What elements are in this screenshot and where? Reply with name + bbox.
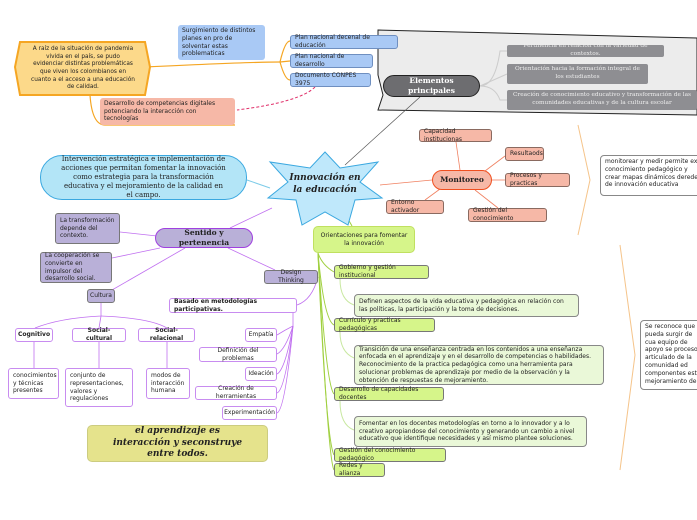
orientacion-desc[interactable]: Fomentar en los docentes metodologías en… xyxy=(354,416,587,447)
design-thinking-node[interactable]: Design Thinking xyxy=(264,269,318,284)
monitoreo-item[interactable]: Procesos y practicas xyxy=(505,172,570,187)
metodologias-node[interactable]: Basado en metodologías participativas. xyxy=(169,298,297,313)
elemento-item[interactable]: Orientación hacia la formación integral … xyxy=(507,64,648,84)
design-step[interactable]: Empatía xyxy=(245,328,277,342)
central-star-shape xyxy=(266,151,384,226)
orientacion-desc[interactable]: Transición de una enseñanza centrada en … xyxy=(354,345,604,385)
monitoreo-item[interactable]: Entorno activador xyxy=(386,199,444,214)
cultura-type[interactable]: Social- cultural xyxy=(72,327,126,342)
competencias-digitales-node[interactable]: Desarrollo de competencias digitales pot… xyxy=(100,98,235,125)
cultura-desc[interactable]: conocimientos y técnicas presentes xyxy=(8,368,59,399)
sentido-pertenencia-node[interactable]: Sentido y pertenencia xyxy=(155,228,253,248)
transformacion-node[interactable]: La transformación depende del contexto. xyxy=(55,213,120,244)
plan-decenal-node[interactable]: Plan nacional decenal de educación xyxy=(290,34,398,49)
orientacion-item[interactable]: Desarrollo de capacidades docentes xyxy=(334,386,444,401)
reconoce-note[interactable]: Se reconoce que la pueda surgir de cua e… xyxy=(640,320,697,390)
orientaciones-node[interactable]: Orientaciones para fomentar la innovació… xyxy=(313,226,415,253)
design-step[interactable]: Ideación xyxy=(245,367,277,381)
cooperacion-node[interactable]: La cooperación se convierte en impulsor … xyxy=(40,252,112,283)
plan-desarrollo-node[interactable]: Plan nacional de desarrollo xyxy=(290,53,373,68)
monitoreo-item[interactable]: Gestión del conocimiento xyxy=(468,207,547,222)
surgimiento-node[interactable]: Surgimiento de distintos planes en pro d… xyxy=(178,25,265,60)
design-step[interactable]: Creación de herramientas xyxy=(195,385,277,400)
quote-node[interactable]: el aprendizaje es interacción y seconstr… xyxy=(87,425,268,462)
cultura-type[interactable]: Social-relacional xyxy=(138,327,195,342)
cultura-node[interactable]: Cultura xyxy=(87,289,115,303)
cultura-desc[interactable]: conjunto de representaciones, valores y … xyxy=(65,368,133,407)
orientacion-desc[interactable]: Definen aspectos de la vida educativa y … xyxy=(354,294,579,317)
pandemic-node[interactable]: A raíz de la situación de pandemia vivid… xyxy=(31,46,135,91)
monitoreo-item[interactable]: Capacidad institucionas xyxy=(419,128,492,143)
conpes-node[interactable]: Documento CONPES 3975 xyxy=(290,72,371,87)
intervencion-node[interactable]: Intervención estratégica e implementació… xyxy=(40,155,247,200)
orientacion-item[interactable]: Currículo y practicas pedagógicas xyxy=(334,317,435,332)
orientacion-item[interactable]: Gestión del conocimiento pedagógico xyxy=(334,447,446,462)
design-step[interactable]: Experimentación xyxy=(222,406,277,420)
cultura-type[interactable]: Cognitivo xyxy=(15,328,53,342)
orientacion-item[interactable]: Gobierno y gestión institucional xyxy=(334,264,429,279)
cultura-desc[interactable]: modos de interacción humana xyxy=(146,368,190,399)
elemento-item[interactable]: Pertinencia en relación con la variedad … xyxy=(507,43,664,57)
orientacion-item[interactable]: Redes y alianza xyxy=(334,462,385,477)
monitoreo-item[interactable]: Resultaods xyxy=(505,147,544,161)
elemento-item[interactable]: Creación de conocimiento educativo y tra… xyxy=(507,90,697,110)
monitorear-note[interactable]: monitorear y medir permite expli conocim… xyxy=(600,155,697,196)
elementos-principales-node[interactable]: Elementos principales xyxy=(383,75,480,97)
central-topic[interactable]: Innovación en la educación xyxy=(289,173,361,195)
monitoreo-node[interactable]: Monitoreo xyxy=(432,170,492,190)
design-step[interactable]: Definición del problemas xyxy=(199,347,277,362)
